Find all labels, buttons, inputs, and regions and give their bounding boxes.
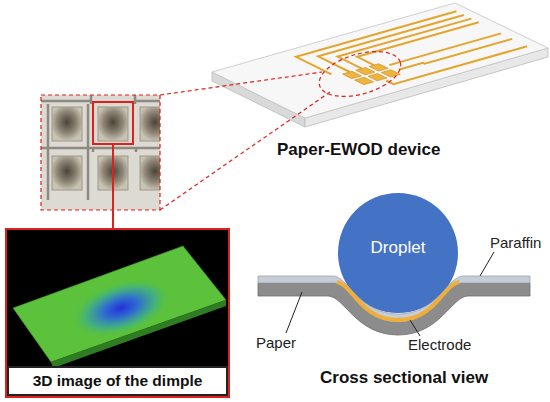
dimple-depression [64, 267, 179, 349]
part-name: Electrode [408, 336, 471, 353]
leader-line [410, 320, 420, 336]
scan-panel: 3D image of the dimple [5, 228, 230, 398]
device-slab [212, 3, 548, 127]
part-name: Paper [256, 334, 296, 351]
zoom-ellipse [314, 43, 406, 105]
device-photo [41, 95, 160, 210]
highlight-square [93, 102, 133, 144]
part-name: Paraffin [490, 234, 541, 251]
leader-line [286, 292, 302, 333]
zoom-leader [112, 144, 114, 228]
zoom-frame [41, 95, 160, 210]
scan-background [7, 230, 228, 396]
device-electrodes [296, 11, 527, 92]
panel-caption: 3D image of the dimple [7, 366, 228, 396]
zoom-line [160, 72, 322, 95]
leader-line [480, 252, 494, 276]
scan-surface [13, 246, 226, 362]
device-title: Paper-EWOD device [277, 140, 440, 160]
view-title: Cross sectional view [320, 368, 488, 388]
